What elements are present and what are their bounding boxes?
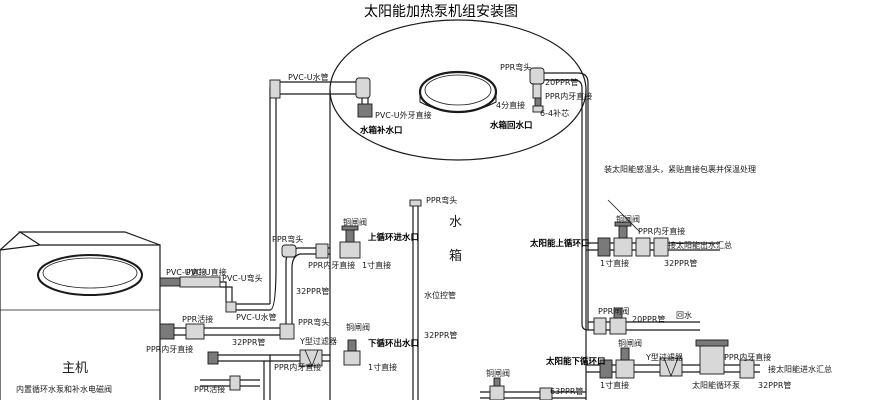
label-ppr-32-r2: 32PPR管 [758,380,791,390]
solar-lower-circ-line [586,339,760,379]
tank-hatch [418,70,498,114]
level-control-pipe [409,199,422,400]
label-one-inch-straight-1: 1寸直接 [362,260,391,270]
label-pvc-u-external-straight: PVC-U外牙直接 [375,110,432,120]
diagram-title: 太阳能加热泵机组安装图 [364,4,518,20]
label-pvc-u-pipe-top: PVC-U水管 [288,72,329,82]
label-steel-valve-bottom: 铜闸阀 [486,368,510,378]
label-connect-solar-out: 接太阳能出水汇总 [668,240,732,250]
label-ppr-internal-straight-2: PPR内牙直接 [308,260,355,270]
host-tank-opening [37,254,143,296]
bottom-left-fittings [200,375,260,391]
host-unit [0,231,161,400]
label-lower-circ-outlet: 下循环出水口 [368,338,419,349]
label-pvc-u-elbow: PVC-U弯头 [222,273,263,283]
label-four-fen-straight: 4分直接 [496,100,525,110]
label-pvc-u-straight-2: PVC-U直接 [186,267,227,277]
label-ppr-internal-straight-top: PPR内牙直接 [545,91,592,101]
label-steel-valve-r1: 铜闸阀 [616,214,640,224]
label-ppr-elbow-top: PPR弯头 [500,62,531,72]
solar-upper-circ-line [586,199,720,257]
water-tank [329,19,587,400]
upper-inlet-valve [315,225,361,259]
label-solar-lower-circ: 太阳能下循环口 [545,356,606,367]
label-ppr-elbow-2: PPR弯头 [272,234,303,244]
label-one-inch-straight-2: 1寸直接 [368,362,397,372]
labels: PVC-U水管 PVC-U外牙直接 水箱补水口 PPR弯头 20PPR管 PPR… [16,62,832,396]
label-ppr-internal-straight-r2: PPR内牙直接 [724,352,771,362]
label-host: 主机 [62,361,88,376]
label-ppr-internal-straight-3: PPR内牙直接 [274,362,321,372]
label-pvc-u-pipe-left: PVC-U水管 [236,312,277,322]
label-steel-valve-r3: 铜闸阀 [618,338,642,348]
pvc-fill-line [159,77,373,313]
label-one-inch-straight-r1: 1寸直接 [600,258,629,268]
label-ppr-live-joint-1: PPR活接 [182,314,213,324]
label-steel-valve-r2: PPR闸阀 [598,307,629,316]
label-connect-solar-in: 接太阳能进水汇总 [768,364,832,374]
label-steel-valve-1: 铜闸阀 [343,217,367,227]
bottom-main-line [480,377,586,400]
label-host-desc: 内置循环水泵和补水电磁阀 [16,384,112,394]
label-ppr-internal-straight-r1: PPR内牙直接 [638,226,685,236]
label-y-filter-r: Y型过滤器 [645,352,683,362]
label-tank: 箱 [449,248,462,264]
upper-circ-pipe [159,244,330,340]
label-tank-fill-inlet: 水箱补水口 [359,125,403,136]
tank-return-line [529,67,700,335]
label-level-pipe: 水位控管 [424,290,456,300]
label-water: 水 [449,215,462,230]
label-steel-valve-2: 铜闸阀 [346,322,370,332]
label-ppr-32-left: 32PPR管 [296,286,329,296]
label-ppr-32-bottom: 32PPR管 [232,337,265,347]
label-tank-return-port: 水箱回水口 [489,120,533,131]
label-ppr-32-r1: 32PPR管 [664,258,697,268]
label-solar-upper-circ: 太阳能上循环口 [529,238,590,249]
label-ppr-elbow-mid: PPR弯头 [426,195,457,205]
label-ppr-internal-straight-left: PPR内牙直接 [146,344,193,354]
label-ppr-20-r: 20PPR管 [632,314,665,324]
solar-circulation-pump [699,343,725,375]
label-ppr-32-mid: 32PPR管 [424,330,457,340]
label-one-inch-straight-r2: 1寸直接 [600,380,629,390]
lower-circ-pipe [207,339,361,400]
label-ppr-live-joint-2: PPR活接 [194,384,225,394]
label-ppr-63: 63PPR管 [550,386,583,396]
label-six-four-core: 6-4补芯 [540,108,569,118]
label-pvc-u-straight: PVC-U直接 [166,267,207,277]
label-solar-circ-pump: 太阳能循环泵 [692,380,740,390]
label-sensor-note: 装太阳能感温头，紧贴直接包裹并保温处理 [604,164,756,174]
label-ppr-20: 20PPR管 [545,77,578,87]
label-ppr-elbow-3: PPR弯头 [298,317,329,327]
label-y-filter-1: Y型过滤器 [299,336,337,346]
label-return-water: 回水 [676,310,692,320]
label-upper-circ-inlet: 上循环进水口 [368,232,419,243]
